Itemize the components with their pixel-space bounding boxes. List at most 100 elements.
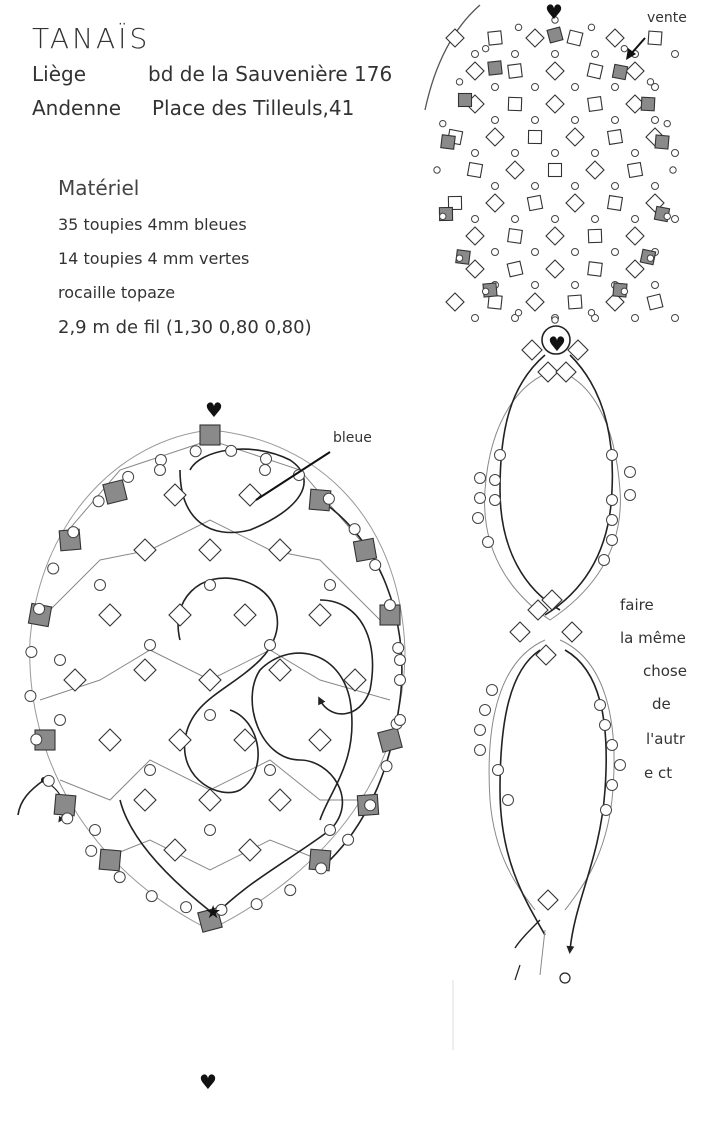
materials-heading: Matériel bbox=[58, 176, 140, 200]
seed-bead bbox=[531, 83, 539, 91]
blue-crystal-bead bbox=[102, 479, 128, 505]
heart-icon: ♥ bbox=[199, 1070, 217, 1094]
seed-bead bbox=[620, 287, 629, 296]
heart-icon: ♥ bbox=[548, 332, 566, 356]
seed-bead bbox=[433, 166, 441, 174]
seed-bead bbox=[598, 554, 610, 566]
crystal-bead bbox=[233, 728, 257, 752]
seed-bead bbox=[342, 833, 355, 846]
seed-bead bbox=[531, 248, 539, 256]
shop-city-liege: Liège bbox=[32, 62, 87, 86]
crystal-bead bbox=[465, 259, 485, 279]
seed-bead bbox=[144, 764, 156, 776]
seed-bead bbox=[144, 639, 156, 651]
seed-bead bbox=[455, 254, 464, 262]
crystal-bead bbox=[233, 603, 257, 627]
instruction-line: la même bbox=[620, 629, 686, 647]
seed-bead bbox=[455, 78, 464, 86]
blue-crystal-bead bbox=[98, 848, 122, 872]
green-bead bbox=[457, 92, 473, 108]
seed-bead bbox=[54, 714, 66, 726]
seed-bead bbox=[511, 50, 519, 58]
crystal-bead bbox=[505, 160, 525, 180]
seed-bead bbox=[284, 884, 297, 897]
seed-bead bbox=[663, 212, 671, 221]
seed-bead bbox=[471, 50, 479, 58]
seed-bead bbox=[571, 281, 579, 289]
seed-bead bbox=[646, 254, 655, 262]
crystal-bead bbox=[507, 228, 523, 244]
seed-bead bbox=[315, 862, 328, 875]
seed-bead bbox=[479, 704, 491, 716]
seed-bead bbox=[369, 559, 382, 571]
seed-bead bbox=[364, 799, 377, 812]
crystal-bead bbox=[625, 259, 645, 279]
seed-bead bbox=[651, 281, 659, 289]
green-bead bbox=[440, 134, 456, 150]
crystal-bead bbox=[545, 226, 565, 246]
seed-bead bbox=[669, 166, 677, 174]
crystal-bead bbox=[567, 294, 583, 310]
material-item: 2,9 m de fil (1,30 0,80 0,80) bbox=[58, 317, 312, 338]
seed-bead bbox=[145, 890, 158, 903]
seed-bead bbox=[474, 744, 486, 756]
green-bead bbox=[654, 134, 670, 150]
green-bead bbox=[611, 63, 629, 81]
crystal-bead bbox=[308, 728, 332, 752]
seed-bead bbox=[491, 248, 499, 256]
label-vente: vente bbox=[647, 10, 687, 26]
seed-bead bbox=[472, 512, 484, 524]
finished-pendant-preview bbox=[433, 16, 679, 324]
crystal-bead bbox=[485, 193, 505, 213]
seed-bead bbox=[30, 733, 43, 746]
seed-bead bbox=[264, 639, 276, 651]
seed-bead bbox=[259, 464, 271, 476]
blue-crystal-bead bbox=[197, 907, 223, 933]
seed-bead bbox=[89, 824, 101, 836]
seed-bead bbox=[491, 182, 499, 190]
seed-bead bbox=[651, 182, 659, 190]
seed-bead bbox=[646, 78, 655, 86]
crystal-bead bbox=[646, 293, 664, 311]
crystal-bead bbox=[586, 62, 604, 80]
seed-bead bbox=[651, 83, 659, 91]
outline-arc bbox=[424, 4, 481, 111]
star-icon: ★ bbox=[205, 902, 222, 923]
crystal-bead bbox=[198, 668, 222, 692]
material-item: rocaille topaze bbox=[58, 283, 176, 302]
crystal-bead bbox=[605, 28, 625, 48]
crystal-bead bbox=[525, 28, 545, 48]
seed-bead bbox=[322, 492, 335, 505]
blue-crystal-bead bbox=[199, 424, 221, 446]
seed-bead bbox=[250, 898, 263, 911]
seed-bead bbox=[587, 308, 596, 317]
crystal-bead bbox=[168, 728, 192, 752]
seed-bead bbox=[481, 287, 490, 296]
crystal-bead bbox=[445, 292, 465, 312]
crystal-bead bbox=[98, 603, 122, 627]
seed-bead bbox=[154, 464, 166, 476]
crystal-bead bbox=[198, 788, 222, 812]
green-bead bbox=[487, 60, 503, 76]
crystal-bead bbox=[647, 30, 663, 46]
crystal-bead bbox=[268, 658, 292, 682]
crystal-bead bbox=[625, 226, 645, 246]
seed-bead bbox=[620, 44, 629, 53]
crystal-bead bbox=[526, 194, 544, 212]
seed-bead bbox=[180, 901, 193, 914]
crystal-bead bbox=[465, 61, 485, 81]
crystal-bead bbox=[238, 483, 262, 507]
seed-bead bbox=[606, 514, 618, 526]
seed-bead bbox=[514, 308, 523, 317]
crystal-bead bbox=[447, 195, 463, 211]
seed-bead bbox=[113, 871, 126, 884]
bail-thread-diagram bbox=[472, 325, 636, 984]
seed-bead bbox=[259, 452, 272, 465]
seed-bead bbox=[606, 534, 618, 546]
blue-crystal-bead bbox=[377, 727, 403, 753]
crystal-bead bbox=[507, 96, 523, 112]
seed-bead bbox=[204, 579, 216, 591]
seed-bead bbox=[474, 724, 486, 736]
crystal-bead bbox=[238, 838, 262, 862]
